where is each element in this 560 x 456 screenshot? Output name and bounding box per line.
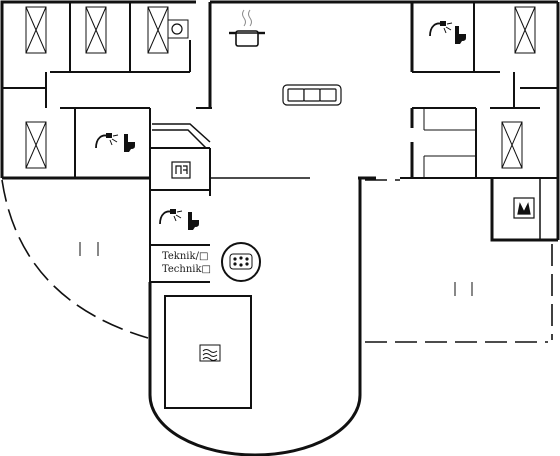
- fireplace-icon: [513, 197, 535, 219]
- door-markers: [79, 242, 473, 296]
- pool-icon: [164, 295, 252, 409]
- terrace-outlines: [1, 179, 553, 343]
- sofa-icon: [282, 84, 342, 106]
- outer-walls: [0, 0, 560, 240]
- pool-hall-walls: [148, 177, 362, 456]
- technik-label-1: Teknik/□: [162, 251, 209, 262]
- technik-label-2: Technik□: [162, 264, 211, 275]
- sauna-icon: [171, 161, 191, 179]
- sink-icon: [167, 19, 189, 39]
- whirlpool-icon: [221, 242, 261, 282]
- left-wing-walls: [2, 2, 212, 283]
- cooking-pot-icon: [229, 9, 265, 47]
- right-wing-walls: [410, 2, 558, 242]
- toilet-icon: [124, 26, 466, 230]
